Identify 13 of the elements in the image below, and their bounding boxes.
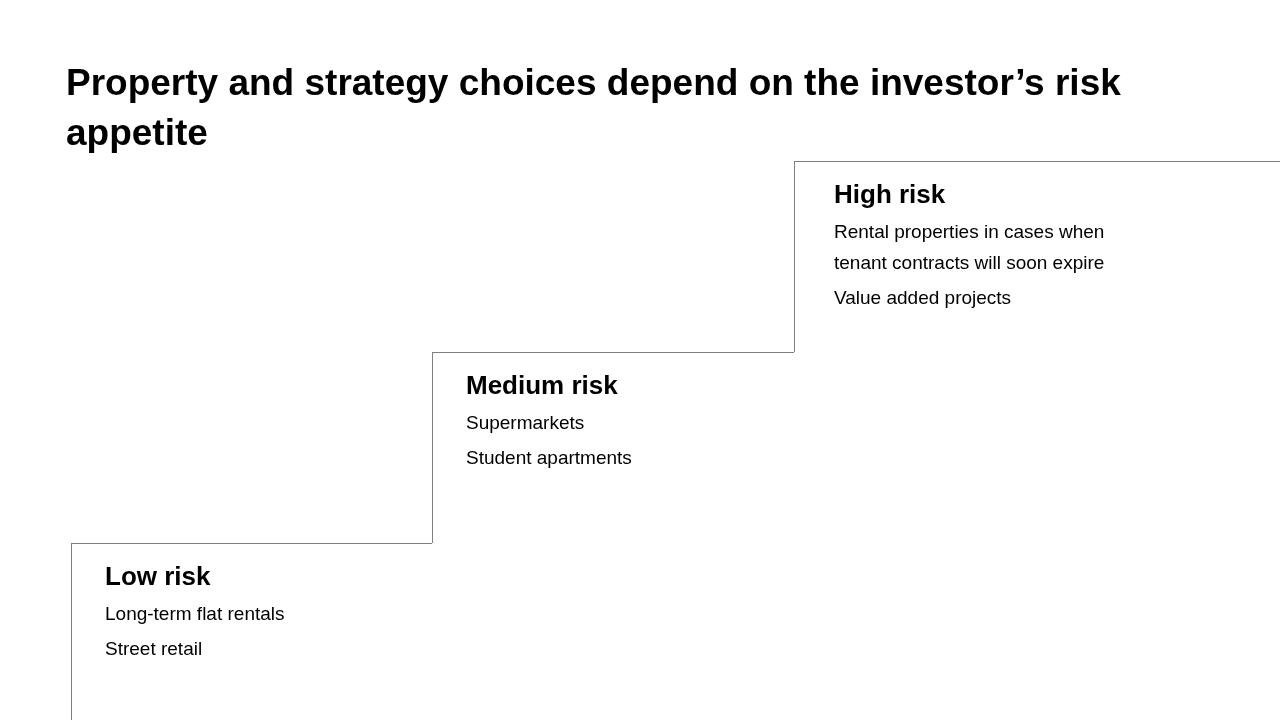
step-item: Supermarkets [466, 411, 586, 435]
step-heading: High risk [834, 178, 946, 211]
step-item: Long-term flat rentals [105, 602, 286, 626]
step-item: Rental properties in cases when tenant contracts will soon expire [834, 220, 1106, 275]
step-item: Value added projects [834, 286, 1013, 310]
step-item: Student apartments [466, 446, 633, 470]
step-panel [794, 161, 1280, 352]
slide-title: Property and strategy choices depend on the investor’s risk appetite [66, 61, 1122, 155]
step-heading: Low risk [105, 560, 211, 593]
step-panel [71, 543, 432, 720]
step-heading: Medium risk [466, 369, 618, 402]
step-panel [432, 352, 794, 543]
step-item: Street retail [105, 637, 204, 661]
